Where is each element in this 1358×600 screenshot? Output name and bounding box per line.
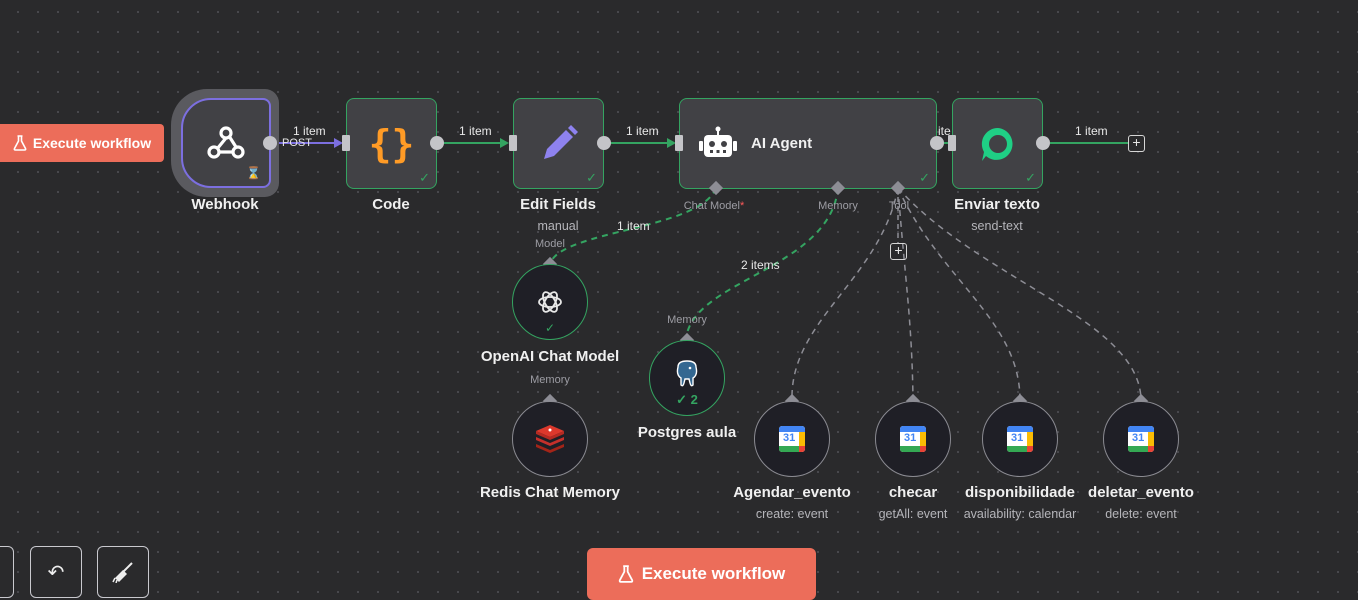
ai-agent-input-port[interactable] — [675, 135, 683, 151]
undo-icon: ↶ — [47, 561, 65, 584]
tidy-up-button[interactable] — [97, 546, 149, 598]
execute-workflow-button-top[interactable]: Execute workflow — [0, 124, 164, 162]
webhook-icon — [207, 126, 245, 159]
edge-label-postgres-agent: 2 items — [741, 258, 780, 272]
redis-chat-memory-node[interactable] — [512, 401, 588, 477]
enviar-texto-output-port[interactable] — [1036, 136, 1050, 150]
disponibilidade-title: disponibilidade — [964, 484, 1076, 501]
undo-button[interactable]: ↶ — [30, 546, 82, 598]
google-calendar-icon: 31 — [1007, 426, 1033, 452]
success-check-icon: ✓ — [1025, 170, 1036, 185]
add-tool-button[interactable]: + — [890, 243, 907, 260]
edge-postgres-agent — [685, 187, 839, 341]
edge-label-openai-agent: 1 item — [617, 219, 650, 233]
success-check-icon: ✓ — [919, 170, 930, 185]
execute-workflow-label: Execute workflow — [641, 564, 786, 583]
openai-icon — [538, 291, 562, 313]
webhook-title: Webhook — [191, 196, 259, 213]
checar-node[interactable]: 31 — [875, 401, 951, 477]
agendar-evento-node[interactable]: 31 — [754, 401, 830, 477]
disponibilidade-node[interactable]: 31 — [982, 401, 1058, 477]
redis-icon — [536, 425, 564, 453]
edit-fields-input-port[interactable] — [509, 135, 517, 151]
pencil-icon — [543, 124, 578, 159]
deletar-evento-node[interactable]: 31 — [1103, 401, 1179, 477]
code-braces-icon: {} — [368, 121, 415, 166]
flask-icon — [13, 135, 27, 151]
postgres-elephant-icon — [676, 360, 698, 387]
code-node[interactable]: {} ✓ — [346, 98, 437, 189]
execute-workflow-button[interactable]: Execute workflow — [587, 548, 816, 600]
edge-label-edit-agent: 1 item — [626, 124, 659, 138]
memory-port-label: Memory — [818, 200, 858, 212]
edge-label-enviar-out: 1 item — [1075, 124, 1108, 138]
google-calendar-icon: 31 — [779, 426, 805, 452]
enviar-texto-node[interactable]: ✓ — [952, 98, 1043, 189]
enviar-texto-input-port[interactable] — [948, 135, 956, 151]
add-node-button[interactable]: + — [1128, 135, 1145, 152]
edge-label-agent-enviar: ite — [938, 124, 951, 138]
edge-deletar-agent — [897, 187, 1142, 401]
webhook-output-port[interactable] — [263, 136, 277, 150]
postgres-aula-title: Postgres aula — [637, 424, 737, 441]
ai-agent-node[interactable]: AI Agent ✓ — [679, 98, 937, 189]
webhook-method-label: POST — [282, 137, 312, 149]
edge-checar-agent — [897, 187, 914, 401]
code-output-port[interactable] — [430, 136, 444, 150]
deletar-evento-title: deletar_evento — [1088, 484, 1194, 501]
edit-fields-output-port[interactable] — [597, 136, 611, 150]
postgres-aula-node[interactable]: ✓ 2 — [649, 340, 725, 416]
chat-model-port-label: Chat Model* — [683, 200, 745, 212]
agendar-evento-subtitle: create: event — [755, 507, 829, 521]
webhook-node-inner[interactable]: ⌛ — [181, 98, 271, 188]
enviar-texto-subtitle: send-text — [971, 219, 1023, 233]
google-calendar-icon: 31 — [900, 426, 926, 452]
success-check-icon: ✓ — [419, 170, 430, 185]
openai-port-label: Model — [535, 238, 565, 250]
success-check-icon: ✓ — [586, 170, 597, 185]
code-title: Code — [372, 196, 410, 213]
checar-title: checar — [888, 484, 938, 501]
checar-subtitle: getAll: event — [878, 507, 948, 521]
edge-disponibilidade-agent — [897, 187, 1021, 401]
google-calendar-icon: 31 — [1128, 426, 1154, 452]
openai-chat-model-node[interactable]: ✓ — [512, 264, 588, 340]
zoom-button[interactable] — [0, 546, 14, 598]
edge-label-code-edit: 1 item — [459, 124, 492, 138]
openai-chat-model-title: OpenAI Chat Model — [480, 348, 620, 365]
chat-bubble-icon — [981, 127, 1013, 161]
edit-fields-node[interactable]: ✓ — [513, 98, 604, 189]
success-check-icon: ✓ — [544, 321, 556, 335]
robot-icon — [699, 126, 737, 157]
run-count-badge: ✓ 2 — [676, 392, 698, 407]
flask-icon — [618, 565, 633, 583]
broom-icon — [112, 562, 133, 583]
edge-agendar-agent — [791, 187, 899, 401]
code-input-port[interactable] — [342, 135, 350, 151]
ai-agent-title: AI Agent — [751, 135, 813, 152]
ai-agent-output-port[interactable] — [930, 136, 944, 150]
execute-workflow-label-top: Execute workflow — [32, 135, 152, 151]
edge-label-webhook-code: 1 item — [293, 124, 326, 138]
disponibilidade-subtitle: availability: calendar — [963, 507, 1077, 521]
tool-port-label: Tool — [888, 200, 910, 212]
redis-chat-memory-title: Redis Chat Memory — [479, 484, 621, 501]
edit-fields-subtitle: manual — [537, 219, 579, 233]
pin-icon: ⌛ — [246, 166, 261, 180]
postgres-port-label: Memory — [667, 314, 707, 326]
enviar-texto-title: Enviar texto — [954, 196, 1040, 213]
agendar-evento-title: Agendar_evento — [733, 484, 851, 501]
deletar-evento-subtitle: delete: event — [1105, 507, 1177, 521]
edit-fields-title: Edit Fields — [520, 196, 596, 213]
redis-port-label: Memory — [530, 374, 570, 386]
